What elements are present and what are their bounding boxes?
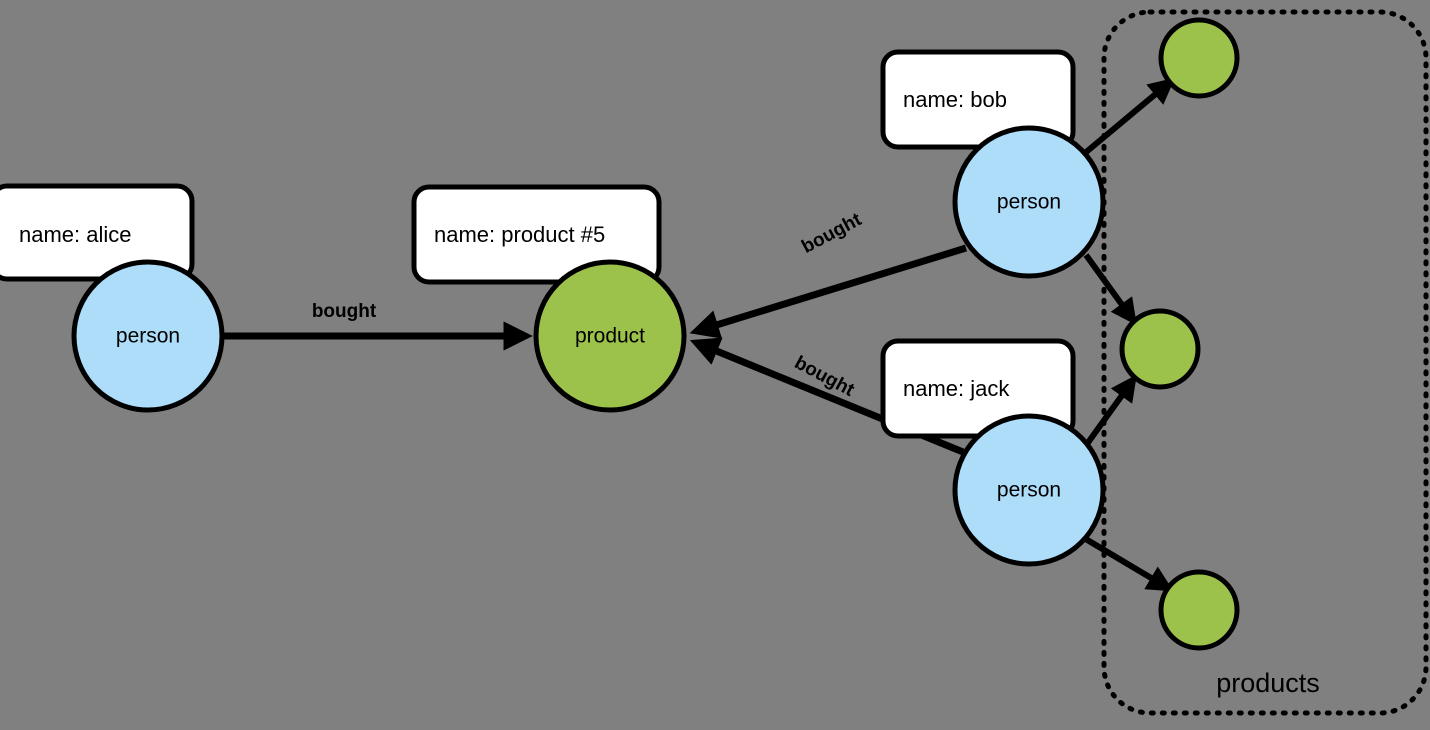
edge-bob-to-product-mid[interactable] xyxy=(1083,253,1137,326)
tooltip-product5: name: product #5 xyxy=(411,184,662,285)
node-jack[interactable]: person xyxy=(952,413,1106,567)
node-product5-circle[interactable] xyxy=(533,259,687,413)
tooltip-alice-text: name: alice xyxy=(19,222,132,247)
node-jack-label: person xyxy=(997,479,1061,502)
edge-jack-to-product-mid[interactable] xyxy=(1084,374,1137,446)
node-product5-label: product xyxy=(575,325,645,348)
edge-jack-to-product-bottom[interactable] xyxy=(1082,535,1174,592)
tooltip-alice-box xyxy=(0,183,195,282)
edge-label-bob-bought: bought xyxy=(798,209,865,258)
tooltip-product5-box xyxy=(411,184,662,285)
tooltip-bob-text: name: bob xyxy=(903,87,1007,112)
node-product-bottom[interactable] xyxy=(1158,569,1240,651)
node-product5[interactable]: product xyxy=(533,259,687,413)
group-label-products: products xyxy=(1216,668,1320,698)
node-alice-circle[interactable] xyxy=(71,259,225,413)
node-bob[interactable]: person xyxy=(952,125,1106,279)
node-product-mid[interactable] xyxy=(1119,308,1201,390)
node-alice[interactable]: person xyxy=(71,259,225,413)
edge-label-alice-bought: bought xyxy=(312,301,377,322)
group-container-products xyxy=(1101,9,1429,716)
node-alice-label: person xyxy=(116,325,180,348)
tooltip-alice: name: alice xyxy=(0,183,195,282)
tooltip-product5-text: name: product #5 xyxy=(434,222,605,247)
node-bob-label: person xyxy=(997,191,1061,214)
node-product-top[interactable] xyxy=(1158,17,1240,99)
edge-bob-to-product-top[interactable] xyxy=(1083,77,1176,156)
tooltip-bob: name: bob xyxy=(880,49,1076,150)
tooltip-jack-text: name: jack xyxy=(903,376,1010,401)
node-bob-circle[interactable] xyxy=(952,125,1106,279)
edge-bob-bought-product[interactable] xyxy=(689,244,968,339)
node-jack-circle[interactable] xyxy=(952,413,1106,567)
